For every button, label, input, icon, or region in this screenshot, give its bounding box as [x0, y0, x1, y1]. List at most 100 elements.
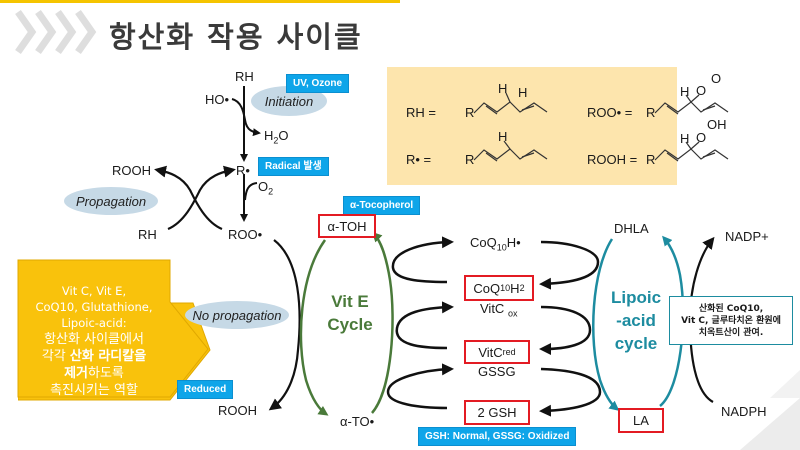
arrow-text-line: CoQ10, Glutathione,	[35, 300, 153, 314]
lipoic-cycle-label-line: -acid	[616, 311, 656, 330]
propagation-ellipse: Propagation	[64, 187, 158, 215]
vit-e-cycle-label-line: Cycle	[327, 315, 373, 334]
coq-base: CoQ	[473, 280, 501, 296]
chemical-structure-panel	[387, 67, 677, 185]
note-line: 치옥트산이 관여.	[698, 327, 764, 338]
no-propagation-arrow	[268, 239, 301, 411]
page-title: 항산화 작용 사이클	[109, 20, 363, 54]
rooh-reduced-label: ROOH	[218, 403, 257, 418]
ho-to-h2o-arrow	[231, 98, 261, 137]
gsh-box: 2 GSH	[464, 400, 530, 425]
arrow-text-span: 각각	[41, 349, 70, 364]
r-radical-label: R•	[236, 163, 250, 178]
alpha-tocopherol-tag: α-Tocopherol	[343, 196, 421, 215]
o2-branch	[244, 182, 258, 201]
loop-left-1	[391, 236, 454, 284]
alpha-toh-box: α-TOH	[318, 214, 376, 238]
lipoic-cycle-left-arrow	[592, 238, 620, 411]
uv-ozone-tag: UV, Ozone	[286, 74, 350, 93]
page-corner-decoration	[740, 398, 800, 450]
chem-label-roo: ROO• =	[587, 105, 633, 120]
propagation-arrow-to-r	[167, 165, 236, 231]
vitc-base: VitC	[478, 344, 503, 360]
vit-e-cycle-label-line: Vit E	[331, 292, 369, 311]
h2o-label: H2O	[264, 128, 289, 146]
no-propagation-ellipse: No propagation	[185, 301, 289, 329]
chem-label-rh: RH =	[406, 105, 436, 120]
chem-label-rooh: ROOH =	[587, 152, 638, 167]
arrow-text-line: 항산화 사이클에서	[44, 332, 144, 347]
chem-r-4: R	[646, 152, 656, 167]
gsh-gssg-tag: GSH: Normal, GSSG: Oxidized	[418, 427, 577, 446]
loop-right-3	[539, 367, 602, 417]
chem-h-5: H	[680, 131, 690, 146]
coq-sub: 10	[496, 242, 507, 253]
chevron-decoration-icon	[15, 9, 97, 55]
loop-left-3	[386, 363, 454, 410]
chem-label-r: R• =	[406, 152, 432, 167]
vitc-base: VitC	[480, 301, 505, 316]
chem-r-2: R	[465, 152, 475, 167]
arrow-text-line: 각각 산화 라디칼을	[18, 348, 170, 365]
nadp-label: NADP+	[725, 230, 769, 243]
lipoic-cycle-right-arrow	[659, 235, 685, 407]
propagation-arrow-to-rooh	[154, 165, 223, 231]
lipoic-note-box: 산화된 CoQ10, Vit C, 글루타치온 환원에 치옥트산이 관여.	[669, 296, 793, 345]
o2-label: O2	[258, 179, 274, 197]
chem-h-2: H	[518, 85, 528, 100]
chem-o-1: O	[696, 83, 707, 98]
radical-tag: Radical 발생	[258, 157, 329, 176]
chem-o-2: O	[696, 130, 707, 145]
rooh-propagation-label: ROOH	[112, 163, 151, 178]
lipoic-cycle-label: Lipoic -acid cycle	[604, 286, 668, 355]
rh-propagation-label: RH	[138, 227, 157, 242]
vit-e-cycle-left-arrow	[299, 239, 329, 416]
coq-tail: H	[510, 280, 520, 296]
rh-label: RH	[235, 69, 254, 84]
coq-base: CoQ	[470, 235, 497, 250]
alpha-to-radical-label: α-TO•	[340, 414, 375, 429]
loop-right-2	[539, 305, 592, 355]
gssg-label: GSSG	[478, 364, 516, 379]
dhla-label: DHLA	[614, 221, 649, 236]
chem-h-4: H	[680, 84, 690, 99]
arrow-text-line: Lipoic-acid:	[61, 316, 127, 330]
chem-structures	[473, 92, 729, 162]
arrow-text-line: Vit C, Vit E,	[61, 284, 127, 298]
note-line: 산화된 CoQ10,	[698, 303, 764, 314]
arrow-text-line: 제거하도록	[18, 365, 170, 382]
loop-right-1	[539, 240, 600, 290]
vit-e-cycle-label: Vit E Cycle	[320, 290, 380, 336]
vit-e-cycle-right-arrow	[371, 231, 394, 414]
vitc-ox-label: VitC ox	[480, 302, 517, 319]
chem-oh: OH	[707, 117, 727, 132]
top-accent-bar	[0, 0, 400, 3]
coq10h-radical-label: CoQ10H•	[470, 236, 521, 253]
antioxidant-description: Vit C, Vit E, CoQ10, Glutathione, Lipoic…	[18, 283, 170, 399]
chem-h-1: H	[498, 81, 508, 96]
la-box: LA	[618, 408, 664, 433]
nadp-text: NADP+	[725, 229, 769, 244]
coq-sub: 10	[500, 283, 511, 293]
ho-radical-label: HO•	[205, 92, 230, 107]
nadph-label: NADPH	[721, 404, 767, 419]
vitc-sub: ox	[507, 308, 518, 319]
lipoic-cycle-label-line: Lipoic	[610, 288, 662, 307]
coq-tail: H•	[506, 235, 521, 250]
arrow-text-line: 촉진시키는 역할	[50, 383, 138, 398]
loop-left-2	[395, 301, 454, 350]
arrow-text-bold: 산화 라디칼을	[69, 349, 147, 364]
chem-o-radical: O	[711, 71, 722, 86]
chem-r-3: R	[646, 105, 656, 120]
lipoic-cycle-label-line: cycle	[614, 334, 658, 353]
vitc-sub: red	[502, 347, 516, 357]
chem-h-3: H	[498, 129, 508, 144]
coq-tail-sub: 2	[519, 283, 525, 293]
note-line: Vit C, 글루타치온 환원에	[681, 315, 781, 326]
arrow-text-span: 하도록	[88, 366, 124, 381]
arrow-text-bold: 제거	[64, 366, 89, 381]
